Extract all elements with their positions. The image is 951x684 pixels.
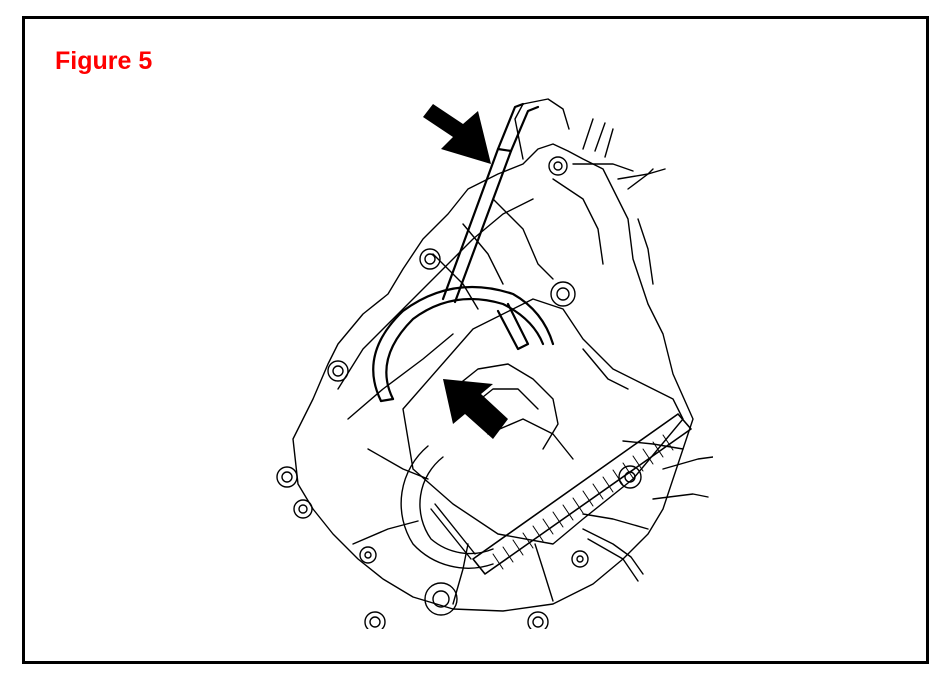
arrow-lower-icon (443, 379, 508, 439)
differential-bore (400, 445, 494, 569)
transmission-case (292, 98, 713, 612)
figure-frame: Figure 5 (22, 16, 929, 664)
bolt-bosses (276, 156, 642, 629)
shift-rod (430, 503, 476, 560)
arrow-upper-icon (423, 104, 491, 164)
striker-bar (472, 413, 692, 575)
figure-title: Figure 5 (55, 47, 153, 75)
shift-fork-assembly (402, 298, 684, 545)
special-service-tool (372, 102, 555, 403)
transmission-illustration (253, 89, 713, 629)
